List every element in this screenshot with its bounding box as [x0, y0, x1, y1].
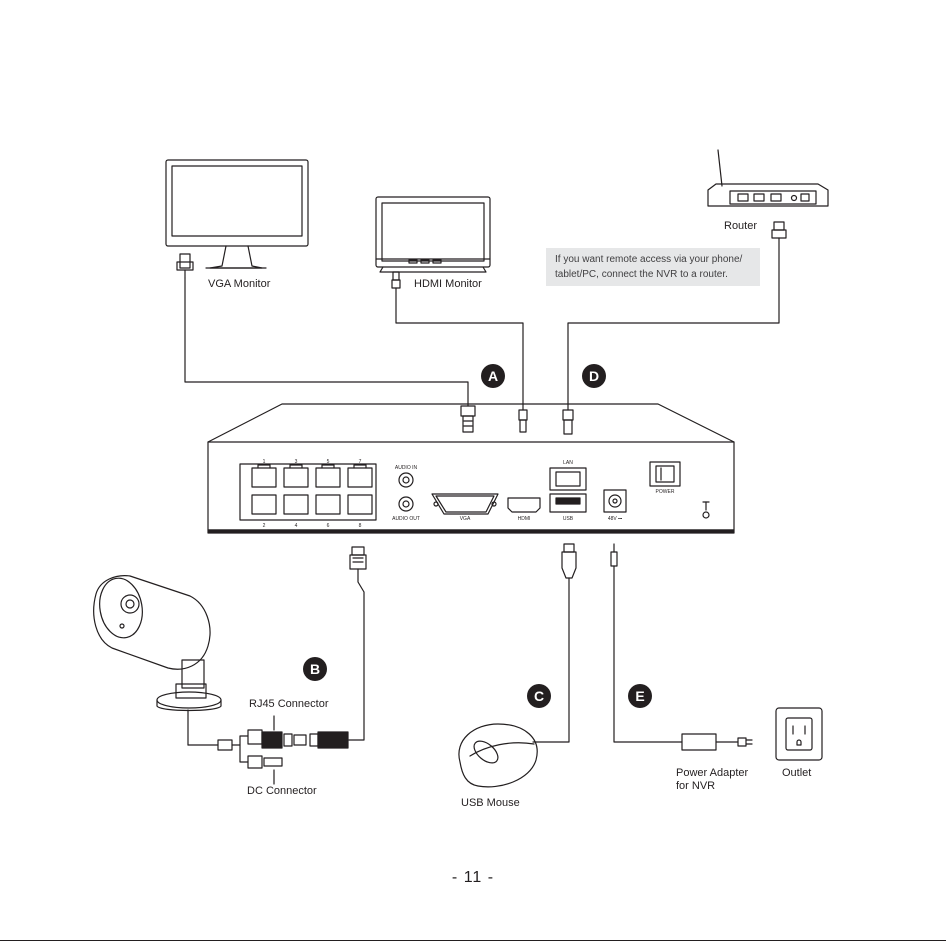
- dc-power-port: [604, 490, 626, 512]
- vga-cable: [185, 278, 468, 406]
- audio-out-label: AUDIO OUT: [392, 516, 420, 522]
- hdmi-monitor: [376, 197, 490, 272]
- dc-port-label: 48V ⎓: [608, 516, 622, 522]
- audio-in-label: AUDIO IN: [395, 465, 418, 471]
- outlet: [776, 708, 822, 760]
- usb-plug-bottom: [562, 544, 576, 578]
- usb-port-label: USB: [563, 516, 574, 522]
- page-number: - 11 -: [0, 869, 946, 887]
- port-number-3: 3: [295, 459, 298, 465]
- svg-text:C: C: [534, 688, 544, 704]
- svg-text:B: B: [310, 661, 320, 677]
- bottom-rule: [0, 940, 946, 941]
- hdmi-plug-nvr: [519, 410, 527, 432]
- vga-port-label: VGA: [460, 516, 471, 522]
- power-adapter-label: Power Adapter for NVR: [676, 767, 748, 793]
- power-adapter-label-line1: Power Adapter: [676, 767, 748, 780]
- dc-connector-label: DC Connector: [247, 785, 317, 797]
- vga-plug-top: [177, 254, 193, 278]
- usb-mouse-label: USB Mouse: [461, 797, 520, 809]
- usb-cable: [533, 578, 569, 742]
- power-adapter: [682, 734, 752, 750]
- nvr-box: [208, 404, 734, 533]
- port-number-6: 6: [327, 523, 330, 529]
- badge-a: A: [481, 364, 505, 388]
- hdmi-monitor-label: HDMI Monitor: [414, 278, 482, 290]
- router-note: If you want remote access via your phone…: [546, 248, 760, 286]
- ethernet-cable: [349, 569, 364, 740]
- outlet-label: Outlet: [782, 767, 811, 779]
- camera-pigtail: [218, 716, 348, 784]
- dc-cable: [614, 566, 682, 742]
- router-label: Router: [724, 220, 757, 232]
- bullet-camera: [94, 575, 221, 745]
- vga-monitor: [166, 160, 308, 268]
- vga-monitor-label: VGA Monitor: [208, 278, 270, 290]
- hdmi-port: [508, 498, 540, 512]
- port-number-4: 4: [295, 523, 298, 529]
- svg-text:D: D: [589, 368, 599, 384]
- hdmi-plug-top: [392, 272, 400, 288]
- hdmi-port-label: HDMI: [518, 516, 531, 522]
- router-note-line2: tablet/PC, connect the NVR to a router.: [555, 267, 760, 282]
- port-number-1: 1: [263, 459, 266, 465]
- badge-c: C: [527, 684, 551, 708]
- power-label: POWER: [656, 489, 675, 495]
- audio-out-jack: [399, 497, 413, 511]
- svg-text:E: E: [635, 688, 644, 704]
- port-number-5: 5: [327, 459, 330, 465]
- badge-d: D: [582, 364, 606, 388]
- vga-plug-nvr: [461, 406, 475, 432]
- rj45-plug-bottom: [350, 547, 366, 569]
- lan-plug-top: [772, 222, 786, 238]
- dc-plug-bottom: [611, 544, 617, 566]
- rj45-connector-label: RJ45 Connector: [249, 698, 329, 710]
- port-number-7: 7: [359, 459, 362, 465]
- lan-port-label: LAN: [563, 460, 573, 466]
- port-number-8: 8: [359, 523, 362, 529]
- lan-plug-nvr: [563, 410, 573, 434]
- router: [708, 150, 828, 206]
- audio-in-jack: [399, 473, 413, 487]
- router-note-line1: If you want remote access via your phone…: [555, 252, 760, 267]
- badge-e: E: [628, 684, 652, 708]
- badge-b: B: [303, 657, 327, 681]
- power-adapter-label-line2: for NVR: [676, 780, 748, 793]
- vga-port: [436, 496, 494, 512]
- usb-mouse: [459, 724, 537, 787]
- svg-text:A: A: [488, 368, 498, 384]
- hdmi-cable: [396, 288, 523, 410]
- port-number-2: 2: [263, 523, 266, 529]
- poe-ports: [252, 465, 372, 514]
